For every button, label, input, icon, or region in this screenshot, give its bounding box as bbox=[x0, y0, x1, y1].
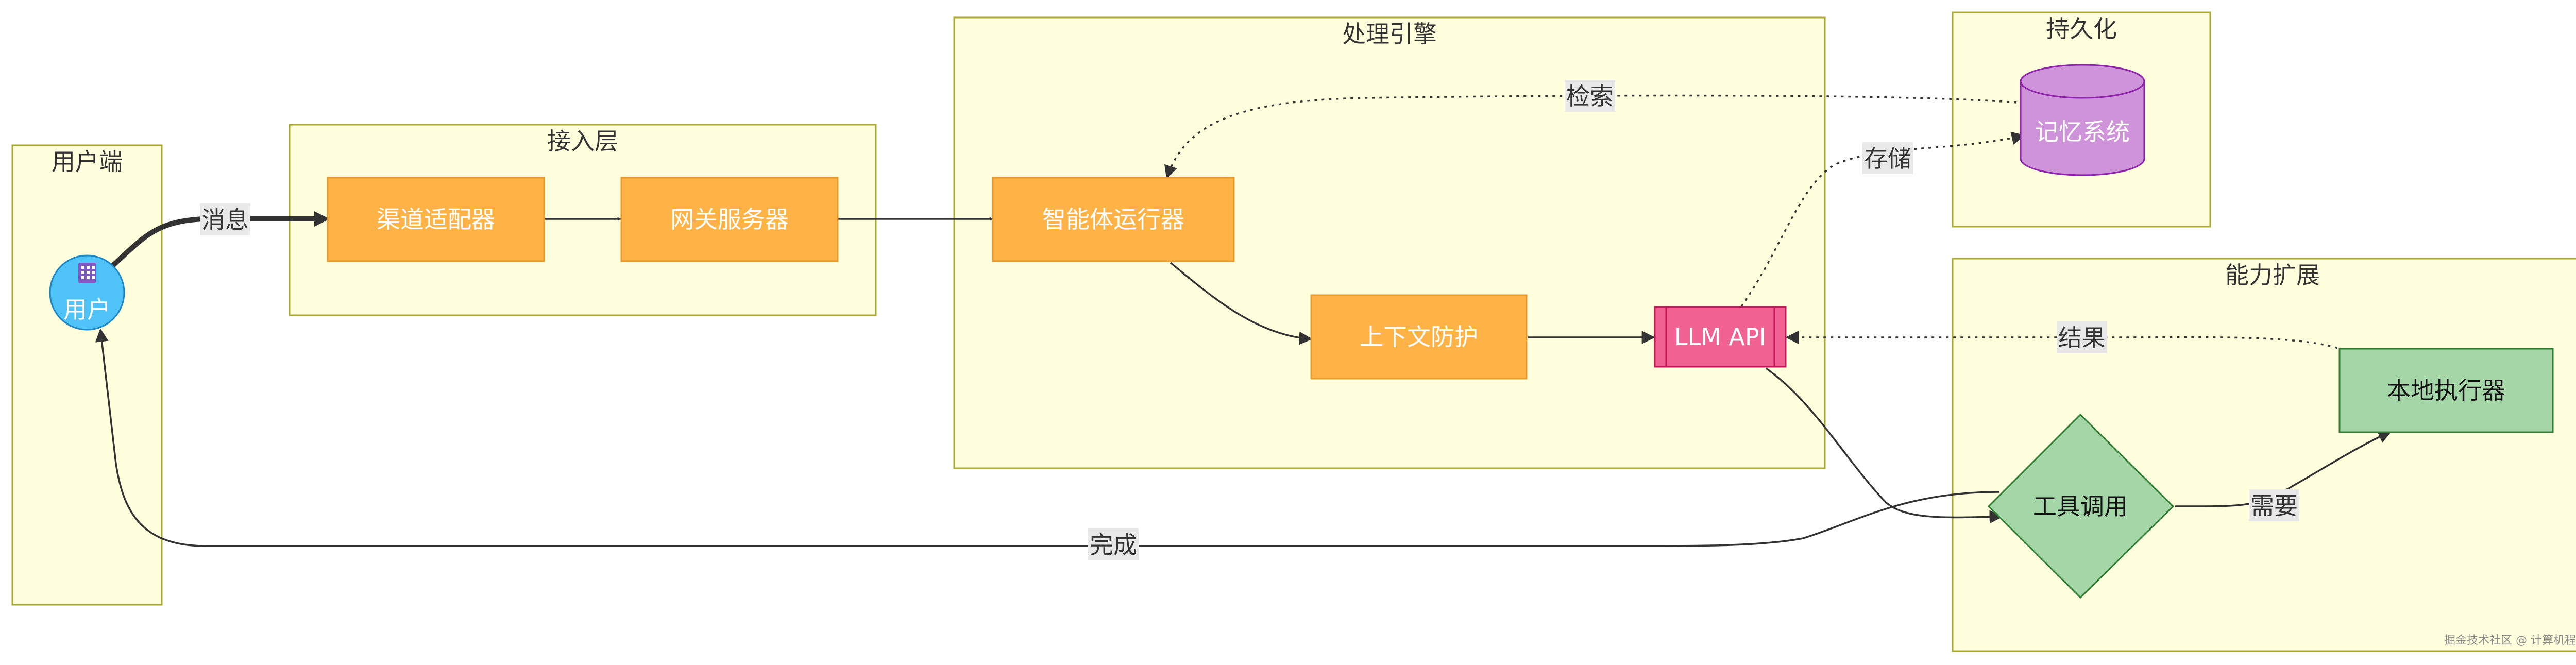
svg-text:渠道适配器: 渠道适配器 bbox=[377, 206, 495, 233]
svg-text:结果: 结果 bbox=[2058, 324, 2106, 352]
svg-text:记忆系统: 记忆系统 bbox=[2035, 118, 2130, 146]
cluster-title-user-side: 用户端 bbox=[52, 148, 123, 176]
cluster-user-side: 用户端 bbox=[11, 144, 163, 606]
edge-label-result: 结果 bbox=[2057, 321, 2107, 353]
cluster-title-capability: 能力扩展 bbox=[2225, 261, 2320, 289]
svg-text:完成: 完成 bbox=[1090, 531, 1137, 559]
svg-text:需要: 需要 bbox=[2250, 492, 2298, 520]
edge-tool-done-to-user bbox=[95, 328, 1999, 547]
edge-user-to-channel bbox=[107, 216, 322, 271]
svg-text:检索: 检索 bbox=[1566, 82, 1614, 110]
edge-label-needed: 需要 bbox=[2249, 489, 2299, 521]
edge-label-message: 消息 bbox=[200, 203, 250, 235]
edge-label-store: 存储 bbox=[1862, 142, 1913, 174]
edge-llm-store-to-memory bbox=[1740, 131, 2025, 307]
svg-text:消息: 消息 bbox=[201, 206, 249, 234]
edge-label-done: 完成 bbox=[1088, 528, 1139, 560]
node-context-guard[interactable]: 上下文防护 bbox=[1310, 294, 1528, 380]
svg-text:存储: 存储 bbox=[1864, 145, 1911, 173]
svg-text:网关服务器: 网关服务器 bbox=[670, 206, 789, 233]
svg-text:上下文防护: 上下文防护 bbox=[1360, 323, 1478, 351]
edge-label-retrieve: 检索 bbox=[1565, 80, 1615, 112]
watermark: 掘金技术社区 @ 计算机程序 bbox=[2444, 634, 2576, 647]
svg-text:智能体运行器: 智能体运行器 bbox=[1042, 206, 1184, 233]
node-channel-adapter[interactable]: 渠道适配器 bbox=[327, 177, 545, 262]
arrowhead-icon bbox=[314, 211, 330, 227]
cluster-title-engine: 处理引擎 bbox=[1342, 20, 1437, 48]
node-user-label: 用户 bbox=[63, 296, 111, 323]
node-local-executor[interactable]: 本地执行器 bbox=[2338, 348, 2554, 433]
edge-agent-to-context bbox=[1170, 262, 1313, 345]
node-llm-api[interactable]: LLM API bbox=[1654, 306, 1787, 368]
cluster-title-persistence: 持久化 bbox=[2046, 15, 2117, 43]
svg-text:工具调用: 工具调用 bbox=[2033, 492, 2128, 520]
node-agent-runner[interactable]: 智能体运行器 bbox=[992, 177, 1235, 262]
node-user[interactable]: 用户 bbox=[49, 254, 125, 331]
svg-text:LLM API: LLM API bbox=[1674, 323, 1766, 351]
node-memory-system[interactable]: 记忆系统 bbox=[2020, 64, 2145, 176]
svg-text:本地执行器: 本地执行器 bbox=[2387, 377, 2505, 404]
edge-memory-retrieve-to-agent bbox=[1164, 94, 2024, 179]
edge-executor-result-to-llm bbox=[1785, 331, 2345, 351]
edge-llm-to-tool bbox=[1765, 367, 2003, 524]
building-icon bbox=[78, 263, 96, 283]
node-tool-call[interactable]: 工具调用 bbox=[1987, 413, 2175, 599]
node-gateway-server[interactable]: 网关服务器 bbox=[620, 177, 839, 262]
cluster-title-access-layer: 接入层 bbox=[547, 127, 618, 155]
